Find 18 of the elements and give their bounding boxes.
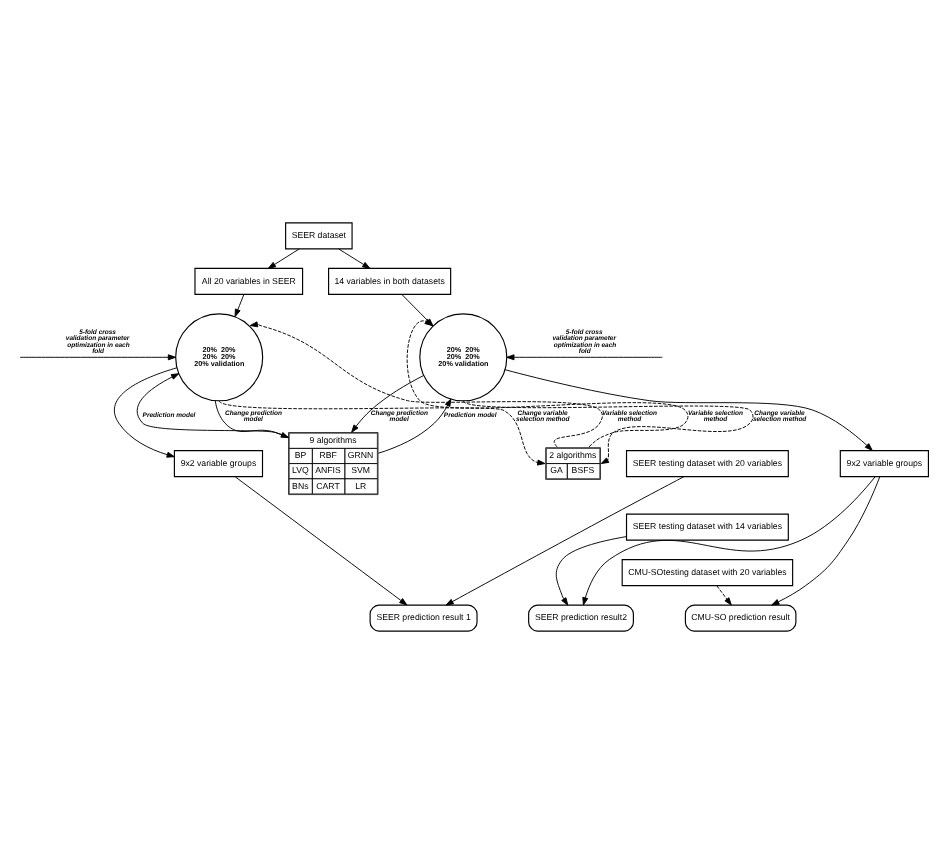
arrow xyxy=(582,476,876,606)
arrow xyxy=(19,354,176,361)
arrow xyxy=(555,536,627,606)
arrow xyxy=(234,476,408,606)
arrow xyxy=(351,375,425,433)
arrow xyxy=(445,476,685,606)
arrow xyxy=(113,367,178,458)
arrow xyxy=(338,248,371,269)
arrow xyxy=(504,369,873,451)
arrow xyxy=(218,400,546,466)
arrow xyxy=(771,476,881,606)
arrow xyxy=(249,321,603,448)
arrow xyxy=(716,585,732,606)
arrow xyxy=(234,293,245,318)
arrow xyxy=(506,354,663,361)
arrow xyxy=(267,248,300,269)
arrow xyxy=(377,398,452,454)
arrow xyxy=(462,400,754,465)
